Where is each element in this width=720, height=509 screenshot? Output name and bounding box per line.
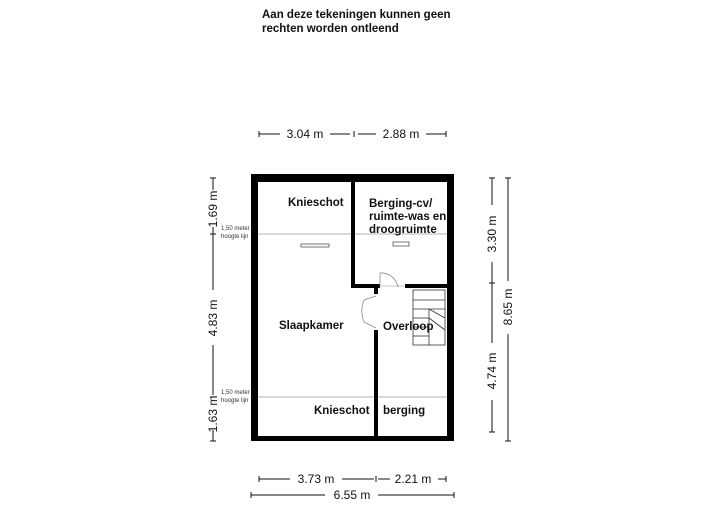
height-label-top-2: hoogte lijn <box>221 234 248 240</box>
left-dimension-line <box>210 177 216 442</box>
bottom-dimension-line <box>258 476 447 482</box>
dim-left-mid: 4.83 m <box>206 300 220 337</box>
dim-top-right: 2.88 m <box>383 127 420 141</box>
room-label-overloop: Overloop <box>383 321 433 333</box>
wall-right <box>447 174 454 441</box>
dim-bottom-total: 6.55 m <box>334 488 371 502</box>
dim-left-bottom: 1.63 m <box>206 396 220 433</box>
radiator-slaapkamer <box>300 243 330 248</box>
dim-left-top: 1.69 m <box>206 191 220 228</box>
door-slaapkamer-swing <box>361 295 377 329</box>
room-label-berging-cv-3: droogruimte <box>369 224 437 236</box>
room-label-knieschot-bottom: Knieschot <box>314 405 370 417</box>
wall-divider-top <box>374 288 378 294</box>
wall-berging-cv-left <box>351 180 355 288</box>
dim-right-total: 8.65 m <box>501 289 515 326</box>
height-label-bottom-2: hoogte lijn <box>221 398 248 404</box>
disclaimer: Aan deze tekeningen kunnen geen rechten … <box>262 8 451 36</box>
disclaimer-line-2: rechten worden ontleend <box>262 23 399 35</box>
room-label-berging: berging <box>383 405 425 417</box>
walls <box>251 174 454 441</box>
dim-bottom-right: 2.21 m <box>395 472 432 486</box>
room-label-berging-cv-2: ruimte-was en <box>369 211 446 223</box>
dim-right-top: 3.30 m <box>485 216 499 253</box>
wall-berging-cv-bottom-b <box>405 284 450 288</box>
wall-top <box>251 174 454 182</box>
room-label-slaapkamer: Slaapkamer <box>279 320 344 332</box>
wall-berging-cv-bottom-a <box>351 284 380 288</box>
dim-right-bottom: 4.74 m <box>485 353 499 390</box>
staircase <box>412 289 446 346</box>
dim-top-left: 3.04 m <box>287 127 324 141</box>
door-berging-cv-swing <box>379 272 399 288</box>
bottom-total-dimension-line <box>250 492 455 498</box>
disclaimer-line-1: Aan deze tekeningen kunnen geen <box>262 9 451 21</box>
right-dimension-line-outer <box>505 177 511 442</box>
radiator-berging-cv <box>392 241 410 247</box>
dim-bottom-left: 3.73 m <box>298 472 335 486</box>
height-label-top-1: 1,50 meter <box>221 226 250 232</box>
right-dimension-line-inner <box>489 177 495 433</box>
room-label-berging-cv-1: Berging-cv/ <box>369 198 433 210</box>
wall-divider <box>374 330 378 438</box>
wall-left <box>251 174 258 441</box>
height-label-bottom-1: 1,50 meter <box>221 390 250 396</box>
wall-bottom <box>251 436 454 441</box>
room-label-knieschot-top: Knieschot <box>288 197 344 209</box>
top-dimension-line <box>258 131 447 137</box>
